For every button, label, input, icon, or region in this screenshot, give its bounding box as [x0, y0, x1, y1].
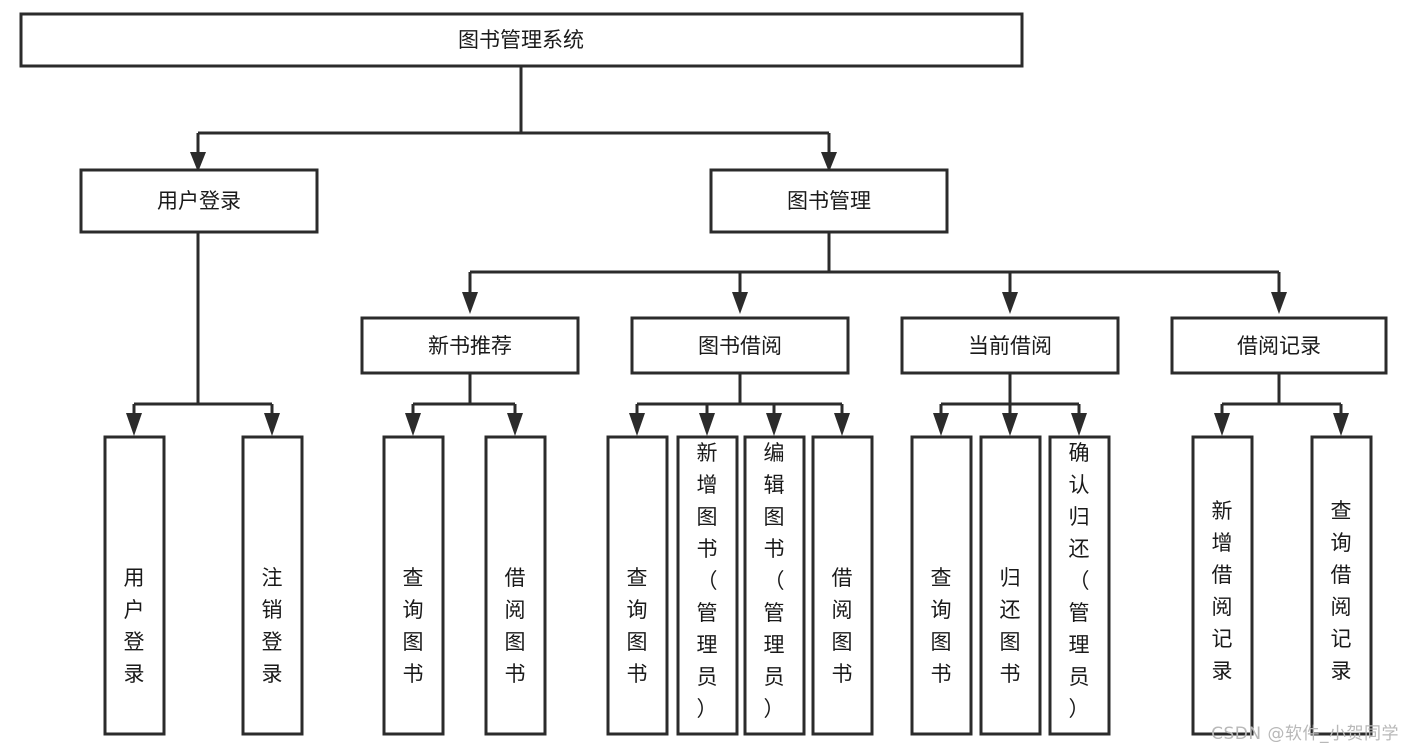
- node-book-management[interactable]: 图书管理: [709, 168, 949, 234]
- leaf-book-borrow-0-label: 查询图书: [627, 566, 648, 686]
- leaf-current-borrow-1-label: 归还图书: [1000, 566, 1021, 686]
- node-current-borrow[interactable]: 当前借阅: [900, 316, 1120, 375]
- node-new-book-recommend-label: 新书推荐: [428, 334, 512, 358]
- leaf-book-borrow-0[interactable]: 查询图书: [606, 435, 669, 736]
- node-borrow-records[interactable]: 借阅记录: [1170, 316, 1388, 375]
- leaf-current-borrow-0[interactable]: 查询图书: [910, 435, 973, 736]
- leaf-book-borrow-3[interactable]: 借阅图书: [811, 435, 874, 736]
- connectors-booklmgmt-to-level3: [462, 232, 1287, 314]
- leaf-current-borrow-2-label: 确认归还（管理员）: [1069, 441, 1090, 721]
- leaf-book-borrow-1-label: 新增图书（管理员）: [697, 441, 718, 721]
- leaf-user-login-0[interactable]: 用户登录: [103, 435, 166, 736]
- csdn-watermark: CSDN @软件_小贺同学: [1211, 724, 1399, 744]
- connectors-borrow-to-leaves: [629, 373, 850, 436]
- leaf-book-borrow-3-label: 借阅图书: [832, 566, 853, 686]
- node-root-label: 图书管理系统: [458, 28, 584, 52]
- leaf-book-borrow-1[interactable]: 新增图书（管理员）: [676, 435, 739, 736]
- node-book-management-label: 图书管理: [787, 189, 871, 213]
- leaf-new-book-1[interactable]: 借阅图书: [484, 435, 547, 736]
- leaf-book-borrow-2[interactable]: 编辑图书（管理员）: [743, 435, 806, 736]
- connectors-records-to-leaves: [1214, 373, 1349, 436]
- leaf-book-borrow-2-label: 编辑图书（管理员）: [764, 441, 785, 721]
- leaf-records-0-label: 新增借阅记录: [1212, 499, 1233, 683]
- node-new-book-recommend[interactable]: 新书推荐: [360, 316, 580, 375]
- leaf-records-1[interactable]: 查询借阅记录: [1310, 435, 1373, 736]
- leaf-user-login-1[interactable]: 注销登录: [241, 435, 304, 736]
- leaf-new-book-0-label: 查询图书: [403, 566, 424, 686]
- leaf-user-login-0-label: 用户登录: [124, 566, 145, 686]
- connectors-userlogin-to-leaves: [126, 232, 280, 436]
- node-borrow-records-label: 借阅记录: [1237, 334, 1321, 358]
- node-current-borrow-label: 当前借阅: [968, 334, 1052, 358]
- connectors-root-to-level2: [190, 66, 837, 172]
- node-user-login[interactable]: 用户登录: [79, 168, 319, 234]
- connectors-newbook-to-leaves: [405, 373, 523, 436]
- node-root-system[interactable]: 图书管理系统: [19, 12, 1024, 68]
- node-user-login-label: 用户登录: [157, 189, 241, 213]
- leaf-current-borrow-0-label: 查询图书: [931, 566, 952, 686]
- leaf-current-borrow-2[interactable]: 确认归还（管理员）: [1048, 435, 1111, 736]
- leaf-user-login-1-label: 注销登录: [262, 566, 283, 686]
- node-book-borrow-label: 图书借阅: [698, 334, 782, 358]
- leaf-records-0[interactable]: 新增借阅记录: [1191, 435, 1254, 736]
- leaf-new-book-1-label: 借阅图书: [505, 566, 526, 686]
- leaf-records-1-label: 查询借阅记录: [1331, 499, 1352, 683]
- leaf-current-borrow-1[interactable]: 归还图书: [979, 435, 1042, 736]
- connectors-current-to-leaves: [933, 373, 1087, 436]
- leaf-new-book-0[interactable]: 查询图书: [382, 435, 445, 736]
- node-book-borrow[interactable]: 图书借阅: [630, 316, 850, 375]
